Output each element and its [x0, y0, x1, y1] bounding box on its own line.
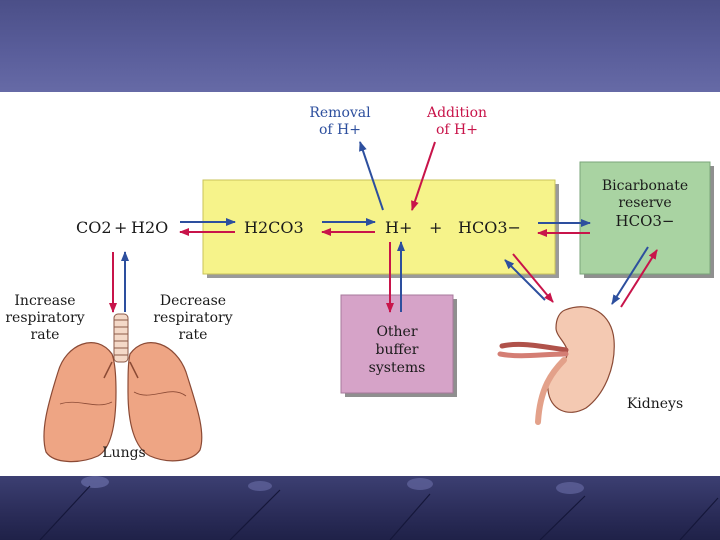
- removal-label-line2: of H+: [319, 122, 361, 138]
- bottom-banner-decoration: [39, 476, 719, 540]
- ureter: [535, 357, 567, 425]
- bicarbonate-line2: reserve: [618, 195, 671, 211]
- arrow-reserve-to-kidneys: [611, 246, 649, 305]
- bicarbonate-line3: HCO3−: [616, 212, 675, 230]
- lungs-illustration: [43, 313, 203, 463]
- trachea: [113, 313, 129, 363]
- decrease-rate-line2: respiratory: [153, 310, 232, 326]
- left-lung: [43, 342, 117, 463]
- h2o-label: H2O: [131, 218, 168, 237]
- buffer-line1: Other: [376, 324, 417, 340]
- renal-vessel-top: [499, 341, 569, 353]
- diagram-canvas: Removal of H+ Addition of H+ CO2 + H2O H…: [0, 92, 720, 476]
- addition-arrow: [411, 141, 436, 211]
- buffer-box: [340, 294, 454, 394]
- decrease-rate-line3: rate: [179, 327, 208, 343]
- kidneys-label: Kidneys: [627, 396, 683, 412]
- decrease-rate-line1: Decrease: [160, 293, 226, 309]
- top-banner: [0, 0, 720, 92]
- hplus-label: H+: [385, 218, 412, 237]
- removal-arrow: [359, 141, 384, 211]
- bottom-banner: [0, 476, 720, 540]
- kidney: [547, 306, 615, 413]
- equation-plus-1: +: [114, 218, 127, 237]
- buffer-line3: systems: [369, 360, 426, 376]
- removal-label-line1: Removal: [309, 105, 371, 121]
- increase-rate-line2: respiratory: [5, 310, 84, 326]
- hco3-label: HCO3−: [458, 218, 521, 237]
- h2co3-label: H2CO3: [244, 218, 304, 237]
- increase-rate-line3: rate: [31, 327, 60, 343]
- bicarbonate-line1: Bicarbonate: [602, 178, 688, 194]
- bicarbonate-box: [579, 161, 711, 275]
- arrow-kidneys-to-hco3: [504, 259, 546, 301]
- bronchi: [103, 361, 139, 379]
- kidney-illustration: [497, 306, 615, 425]
- right-lung: [127, 342, 203, 462]
- addition-label-line2: of H+: [436, 122, 478, 138]
- right-lung-fissure: [133, 391, 187, 397]
- addition-label-line1: Addition: [426, 105, 487, 121]
- left-lung-fissure: [59, 401, 113, 406]
- arrow-kidneys-to-reserve: [620, 249, 658, 308]
- acid-base-diagram: Removal of H+ Addition of H+ CO2 + H2O H…: [5, 105, 714, 463]
- increase-rate-line1: Increase: [14, 293, 75, 309]
- lungs-label: Lungs: [102, 445, 145, 461]
- renal-vessel-bottom: [497, 351, 569, 359]
- equation-plus-2: +: [429, 218, 442, 237]
- arrow-hco3-to-kidneys: [512, 253, 554, 303]
- co2-label: CO2: [76, 218, 112, 237]
- buffer-line2: buffer: [376, 342, 419, 358]
